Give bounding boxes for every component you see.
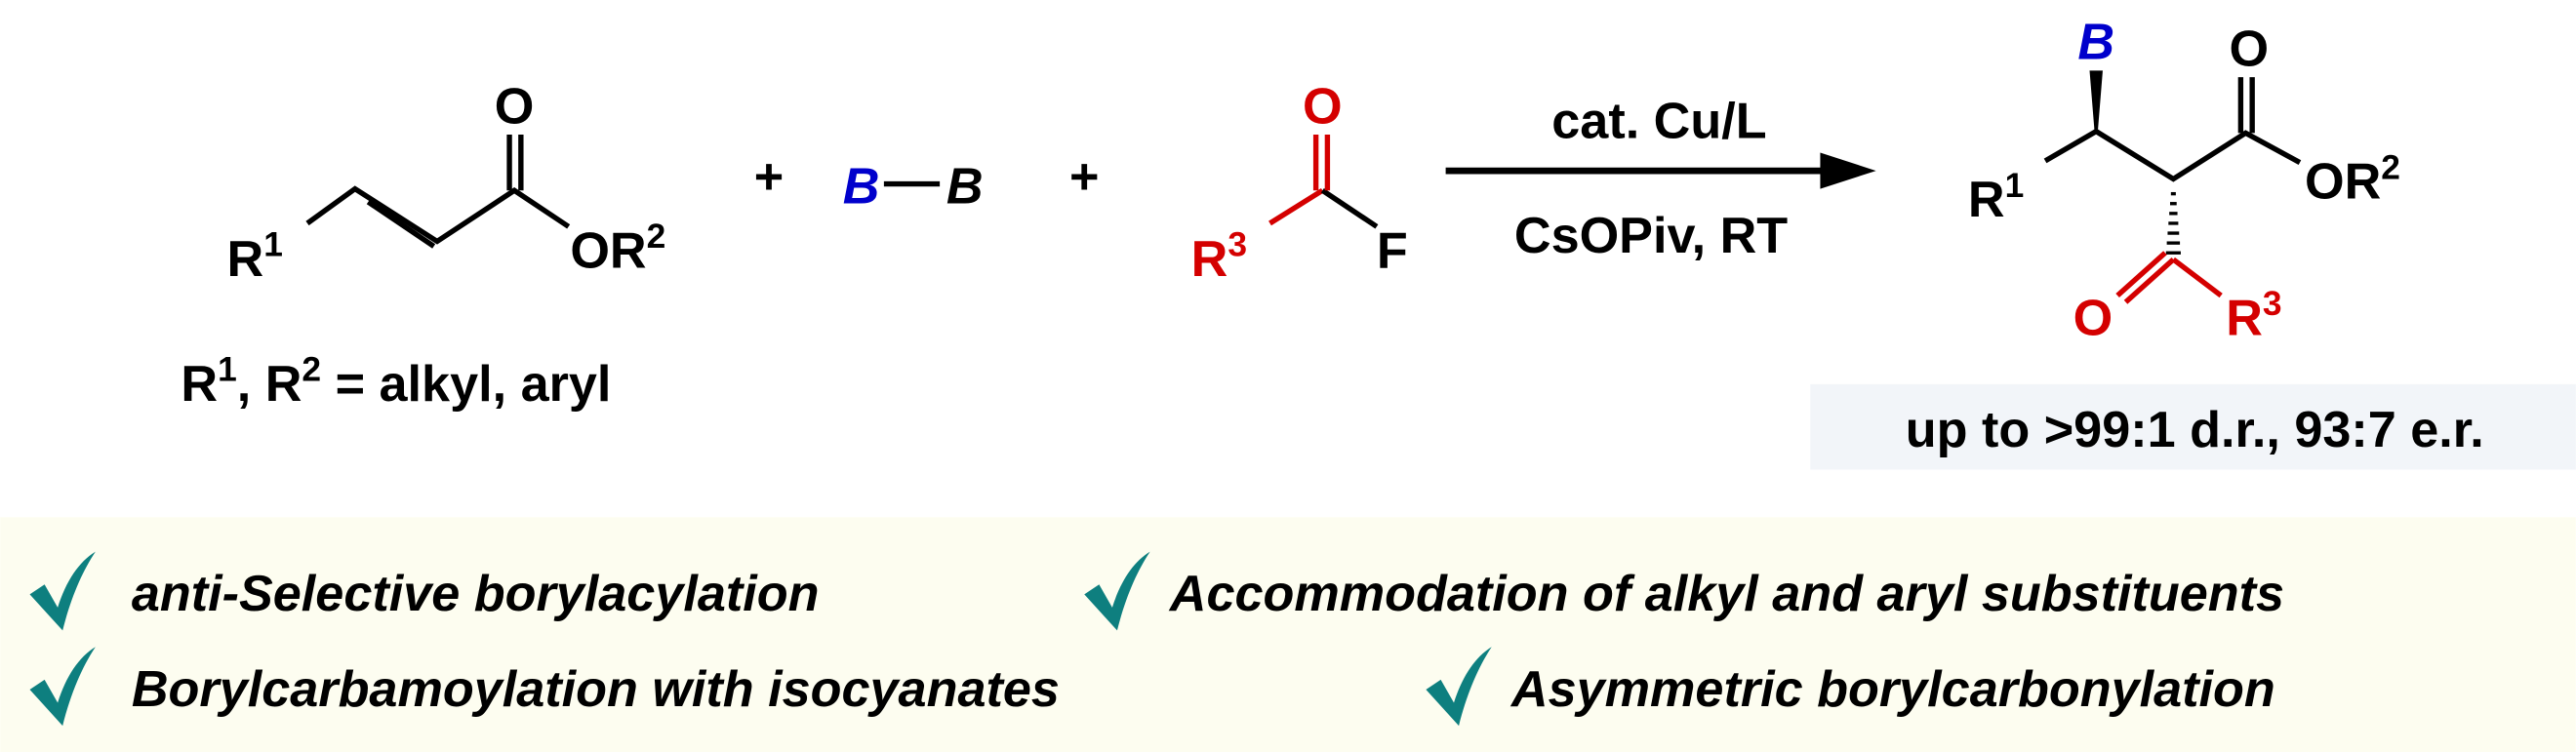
conditions-base: CsOPiv, RT bbox=[1514, 208, 1788, 264]
wedge-bond bbox=[2089, 70, 2103, 132]
acyl-r3-bond bbox=[2171, 257, 2223, 298]
substituent-note: R1, R2 = alkyl, aryl bbox=[181, 351, 611, 413]
check-icon bbox=[1426, 647, 1492, 727]
product-structure: B O OR2 R1 O R3 bbox=[1968, 15, 2400, 347]
acyl-fluoride-structure: O R3 F bbox=[1191, 78, 1408, 288]
boron-label-blue: B bbox=[843, 159, 880, 216]
feature-text: Accommodation of alkyl and aryl substitu… bbox=[1168, 566, 2284, 622]
check-icon bbox=[1084, 551, 1150, 631]
product-backbone-bonds bbox=[2043, 128, 2302, 182]
or2-label: OR2 bbox=[570, 218, 665, 279]
feature-text: Borylcarbamoylation with isocyanates bbox=[132, 661, 1060, 718]
selectivity-badge: up to >99:1 d.r., 93:7 e.r. bbox=[1810, 383, 2576, 470]
feature-item: Asymmetric borylcarbonylation bbox=[1426, 647, 2275, 727]
boron-label: B bbox=[946, 159, 984, 216]
features-panel: anti-Selective borylacylation Accommodat… bbox=[0, 517, 2576, 752]
acyl-oxygen: O bbox=[1303, 78, 1343, 135]
selectivity-text: up to >99:1 d.r., 93:7 e.r. bbox=[1906, 402, 2484, 458]
alkene-double-bond bbox=[366, 199, 436, 249]
arrow-head bbox=[1820, 152, 1876, 189]
plus-sign: + bbox=[1069, 149, 1099, 206]
product-r3-label: R3 bbox=[2226, 285, 2281, 346]
product-or2-label: OR2 bbox=[2305, 148, 2400, 210]
feature-text: Asymmetric borylcarbonylation bbox=[1509, 661, 2275, 718]
alkene-ester-structure: O R1 OR2 bbox=[227, 78, 666, 288]
check-icon bbox=[29, 647, 96, 727]
acyl-oxygen: O bbox=[2073, 290, 2113, 346]
r3-label: R3 bbox=[1191, 226, 1247, 288]
conditions-catalyst: cat. Cu/L bbox=[1551, 93, 1766, 149]
feature-text: anti-Selective borylacylation bbox=[132, 566, 820, 622]
fluorine-label: F bbox=[1377, 222, 1408, 279]
plus-sign: + bbox=[754, 149, 784, 206]
feature-item: anti-Selective borylacylation bbox=[29, 551, 820, 631]
check-icon bbox=[29, 551, 96, 631]
product-boron-label: B bbox=[2077, 15, 2114, 71]
acyl-carbonyl-bond-2 bbox=[2115, 251, 2167, 298]
carbonyl-oxygen: O bbox=[495, 78, 535, 135]
hashed-bond bbox=[2165, 191, 2181, 255]
c-f-bond bbox=[1320, 188, 1379, 229]
diboron-reagent: B B bbox=[843, 159, 984, 216]
r3-carbonyl-bond bbox=[1268, 187, 1324, 226]
reaction-arrow: cat. Cu/L CsOPiv, RT bbox=[1445, 93, 1876, 264]
alkene-backbone-bonds bbox=[305, 185, 571, 245]
ester-oxygen: O bbox=[2229, 20, 2269, 77]
acyl-carbonyl-bond-1 bbox=[2123, 257, 2176, 304]
feature-item: Borylcarbamoylation with isocyanates bbox=[29, 647, 1060, 727]
feature-item: Accommodation of alkyl and aryl substitu… bbox=[1084, 551, 2284, 631]
product-r1-label: R1 bbox=[1968, 167, 2024, 228]
r1-label: R1 bbox=[227, 226, 283, 288]
